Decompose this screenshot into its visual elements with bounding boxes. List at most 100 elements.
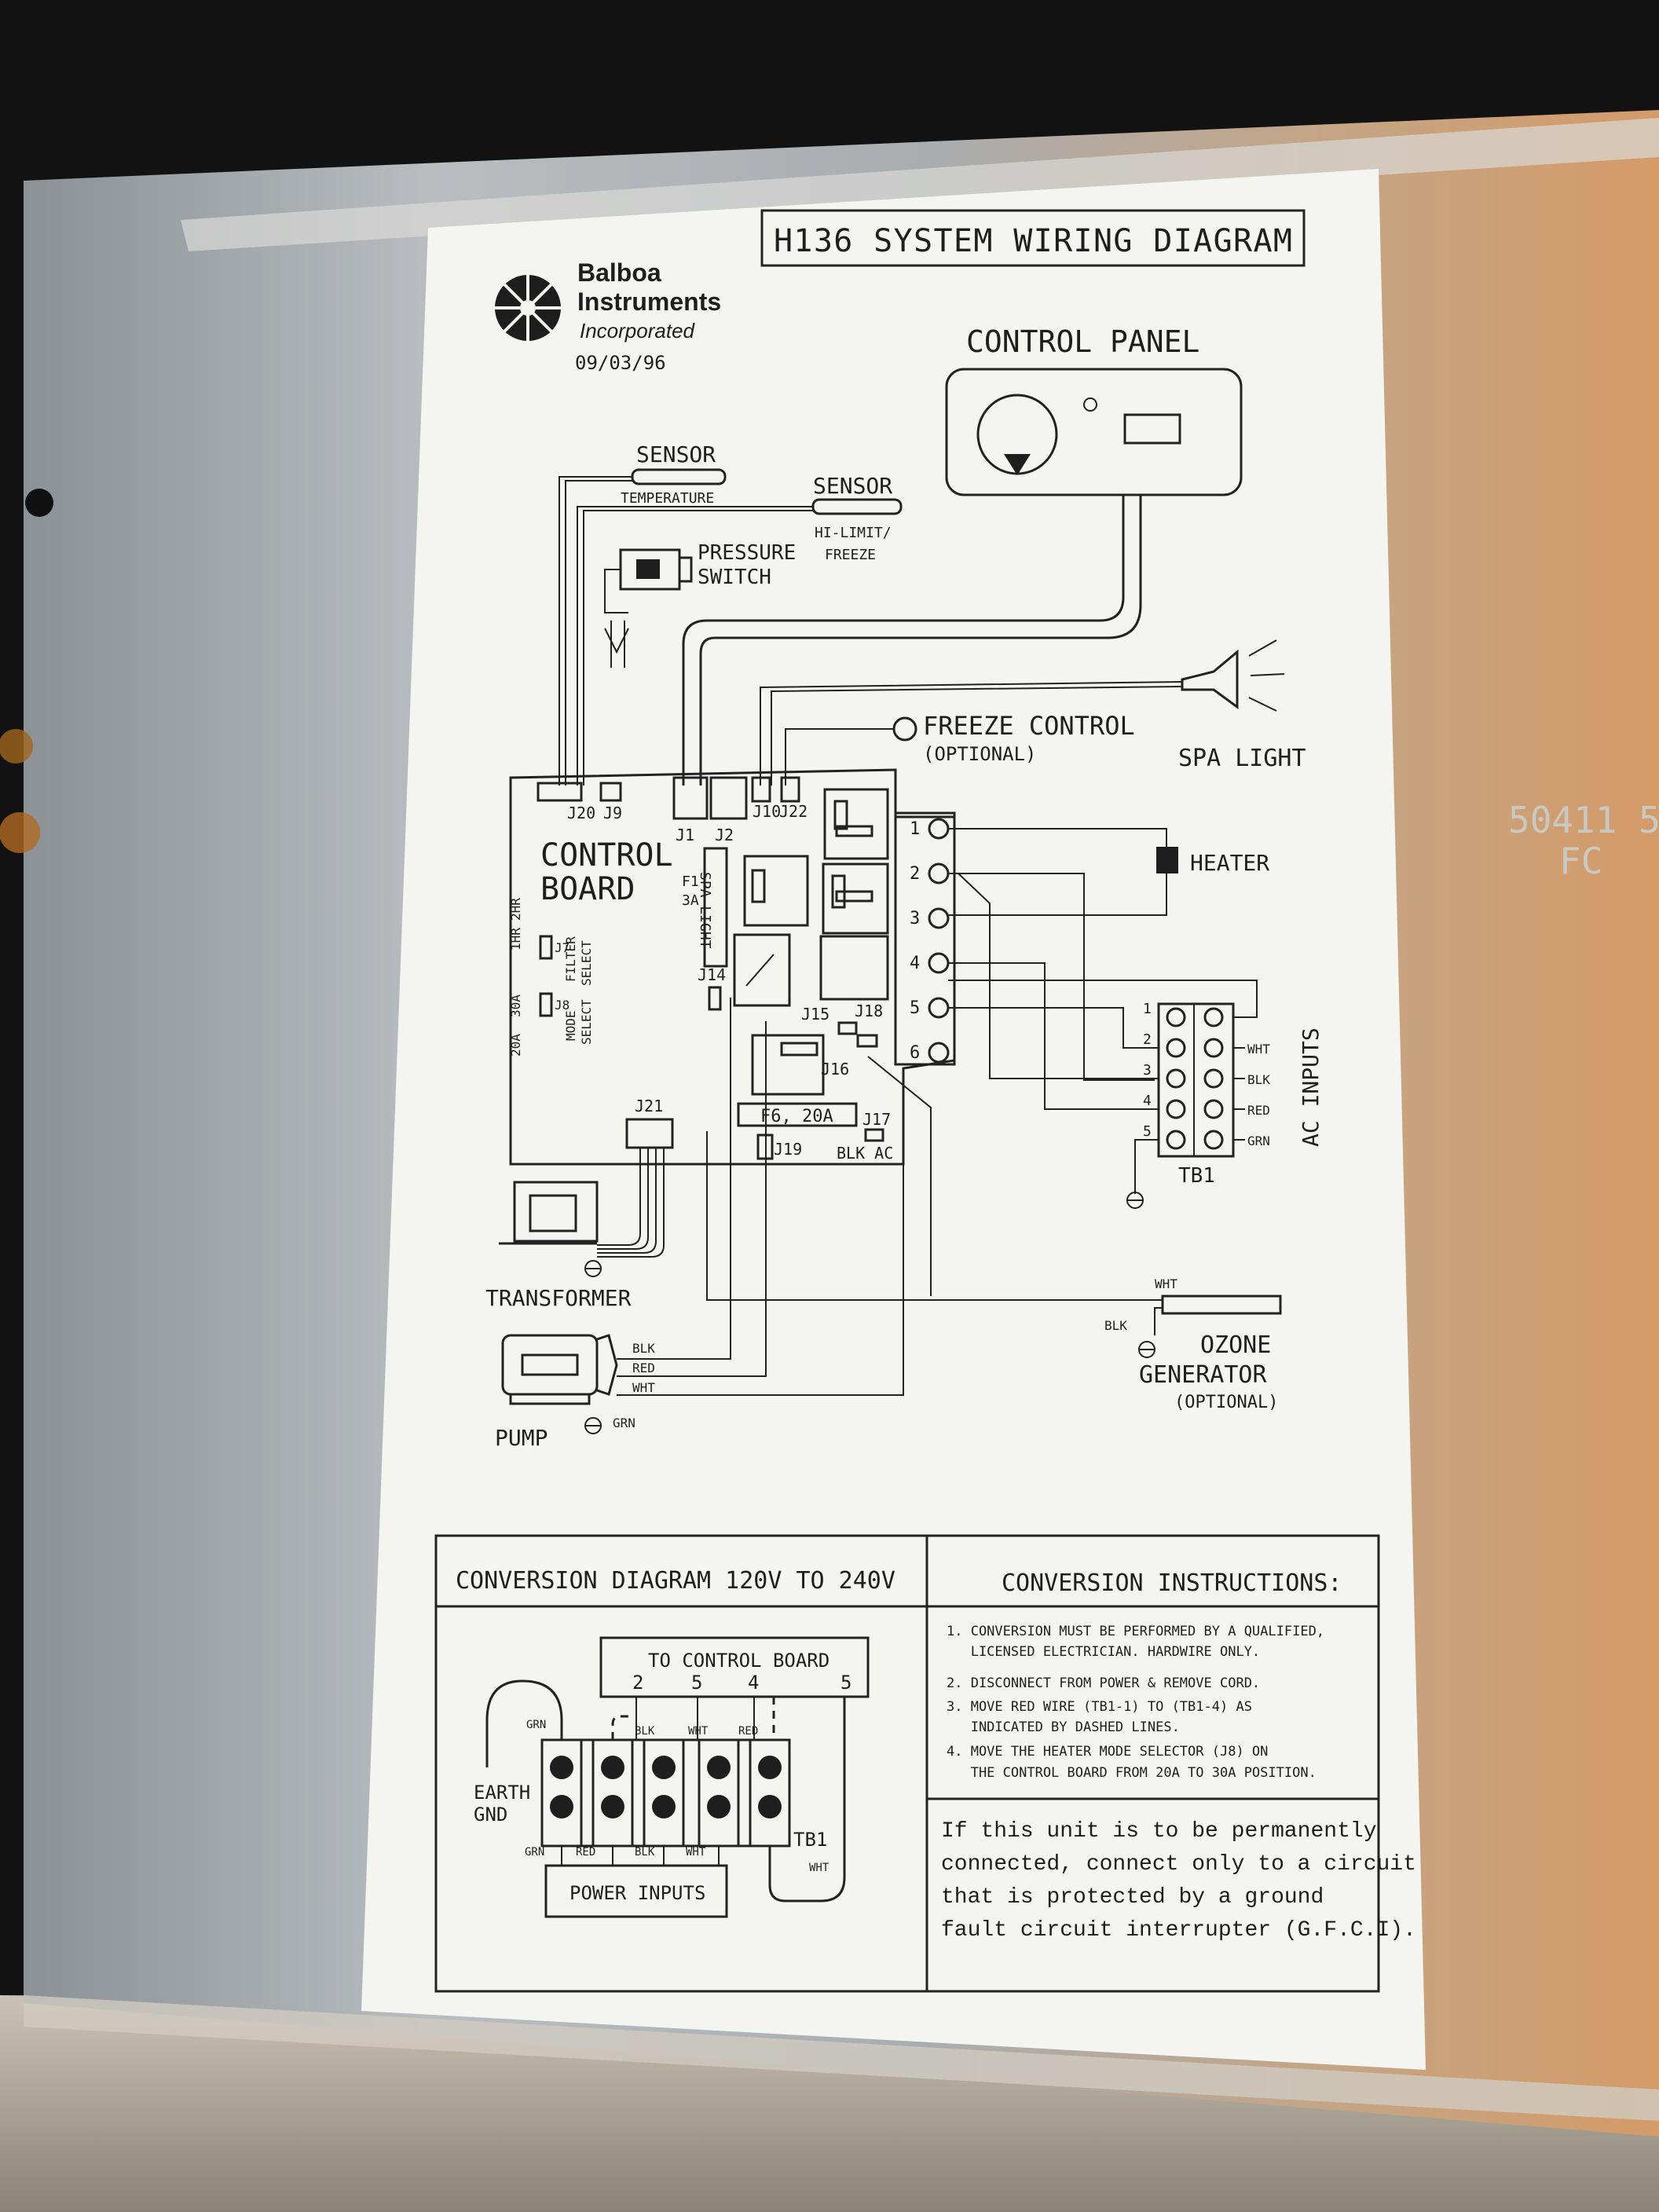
conversion-section: CONVERSION DIAGRAM 120V TO 240V CONVERSI…: [434, 1534, 1416, 1993]
tb1-row-3-wire: BLK: [1247, 1072, 1270, 1087]
tb1-row-5-wire: GRN: [1247, 1133, 1270, 1148]
brand-line3: Incorporated: [580, 319, 696, 342]
conv-num-4: 4: [748, 1672, 759, 1694]
j1-label: J1: [676, 826, 694, 844]
sensors: SENSOR TEMPERATURE SENSOR HI-LIMIT/ FREE…: [558, 441, 903, 786]
pressure-switch-icon: [604, 548, 693, 668]
pressure-switch-label1: PRESSURE: [698, 541, 796, 565]
sensor-hilimit-sub1: HI-LIMIT/: [815, 525, 892, 541]
ground-icon: [584, 1260, 602, 1277]
ozone-generator: WHT BLK OZONE GENERATOR (OPTIONAL): [867, 1056, 1282, 1412]
relay: [823, 788, 889, 860]
sensor-hilimit-label: SENSOR: [813, 473, 892, 499]
f1-label: F1: [682, 873, 699, 890]
pump-blk-wire: BLK: [632, 1341, 655, 1356]
j18-label: J18: [855, 1002, 883, 1020]
tb1-terminal-block: 1 2 3 4 5 WHT BLK RED GRN TB1 AC INPUTS: [948, 873, 1324, 1209]
terminal-1-label: 1: [910, 819, 920, 839]
indicator-led-icon: [1083, 397, 1097, 412]
j8-select-label: SELECT: [579, 999, 594, 1045]
ozone-label2: GENERATOR: [1139, 1361, 1267, 1389]
freeze-control-label: FREEZE CONTROL: [923, 711, 1135, 741]
ozone-label1: OZONE: [1200, 1331, 1271, 1359]
j7-filter-label: FILTER: [563, 936, 578, 982]
panel-cable: [699, 495, 1142, 786]
ac-inputs-label: AC INPUTS: [1298, 1027, 1324, 1147]
control-panel-body: [945, 368, 1243, 496]
earth-gnd-label1: EARTH: [474, 1782, 530, 1804]
conv-bot-wht: WHT: [686, 1846, 706, 1859]
j7-2hr-label: 2HR: [508, 898, 523, 921]
f6-label: F6, 20A: [760, 1107, 833, 1126]
j22-connector: [780, 776, 800, 803]
j10-connector: [751, 776, 771, 803]
j8-label: J8: [555, 998, 569, 1013]
diagram-date: 09/03/96: [575, 352, 666, 374]
relay: [819, 935, 889, 1001]
plate-bottom-flange: [24, 1995, 1659, 2121]
j8-connector: [539, 992, 553, 1017]
instruction-step: 4. MOVE THE HEATER MODE SELECTOR (J8) ON: [947, 1744, 1268, 1760]
f1-rating-label: 3A: [682, 892, 699, 909]
j15-label: J15: [801, 1005, 830, 1024]
transformer: TRANSFORMER: [485, 1148, 665, 1311]
spa-light: SPA LIGHT FREEZE CONTROL (OPTIONAL): [760, 639, 1306, 786]
instruction-step: 3. MOVE RED WIRE (TB1-1) TO (TB1-4) AS: [947, 1699, 1252, 1715]
plate-stamp: FC: [1559, 840, 1602, 882]
conv-top-grn: GRN: [526, 1719, 546, 1731]
pump-label: PUMP: [495, 1425, 548, 1451]
power-inputs-box: [544, 1864, 728, 1918]
j9-connector: [599, 782, 622, 802]
j19-label: J19: [774, 1140, 802, 1159]
j1-connector: [672, 776, 709, 820]
gfci-note-line: that is protected by a ground: [941, 1885, 1324, 1910]
ozone-label3: (OPTIONAL): [1174, 1393, 1278, 1412]
j22-label: J22: [779, 802, 808, 821]
spa-light-label: SPA LIGHT: [1178, 745, 1306, 772]
transformer-label: TRANSFORMER: [485, 1285, 632, 1311]
j14-connector: [708, 986, 722, 1011]
j2-label: J2: [715, 826, 734, 844]
plate-stamp: 50411 5: [1508, 799, 1659, 841]
terminal-6-label: 6: [910, 1043, 920, 1063]
instruction-step: LICENSED ELECTRICIAN. HARDWIRE ONLY.: [947, 1644, 1260, 1660]
j7-1hr-label: 1HR: [508, 928, 523, 950]
rust-spot: [0, 812, 40, 853]
control-board-label2: BOARD: [540, 871, 635, 907]
sensor-temp-label: SENSOR: [636, 441, 716, 467]
j18-connector: [856, 1034, 878, 1048]
terminal-5-label: 5: [910, 998, 920, 1018]
ozone-blk-wire: BLK: [1104, 1318, 1127, 1333]
pump-wht-wire: WHT: [632, 1380, 655, 1395]
relay: [751, 1034, 825, 1096]
pressure-switch-label2: SWITCH: [698, 566, 771, 589]
j14-label: J14: [698, 965, 726, 984]
knob-pointer-icon: [1004, 454, 1031, 475]
j8-20a-label: 20A: [508, 1034, 523, 1057]
fuse-f6: [737, 1102, 858, 1127]
j21-connector: [625, 1118, 674, 1149]
brand-line2: Instruments: [577, 287, 721, 316]
instruction-step: 2. DISCONNECT FROM POWER & REMOVE CORD.: [947, 1675, 1260, 1691]
conv-bot-grn: GRN: [525, 1846, 544, 1859]
rust-spot: [0, 729, 33, 764]
to-control-board-box: [599, 1636, 870, 1698]
j7-select-label: SELECT: [579, 940, 594, 986]
transformer-body: [513, 1181, 599, 1243]
ozone-generator-body: [1161, 1295, 1282, 1315]
conv-tb1-wht: WHT: [809, 1862, 830, 1874]
power-inputs-label: POWER INPUTS: [569, 1882, 705, 1904]
title-box: [760, 209, 1306, 267]
mounting-hole: [25, 489, 53, 517]
diagram-title: H136 SYSTEM WIRING DIAGRAM: [774, 223, 1292, 259]
instruction-step: THE CONTROL BOARD FROM 20A TO 30A POSITI…: [947, 1765, 1317, 1781]
relay: [822, 862, 889, 935]
balboa-logo-icon: [495, 275, 561, 341]
j10-label: J10: [753, 802, 781, 821]
tb1-row-3-num: 3: [1143, 1062, 1152, 1079]
control-board-label1: CONTROL: [540, 837, 673, 873]
conversion-instructions-title: CONVERSION INSTRUCTIONS:: [1002, 1569, 1342, 1597]
tb1-label: TB1: [1178, 1164, 1215, 1188]
conv-top-red: RED: [738, 1725, 758, 1738]
